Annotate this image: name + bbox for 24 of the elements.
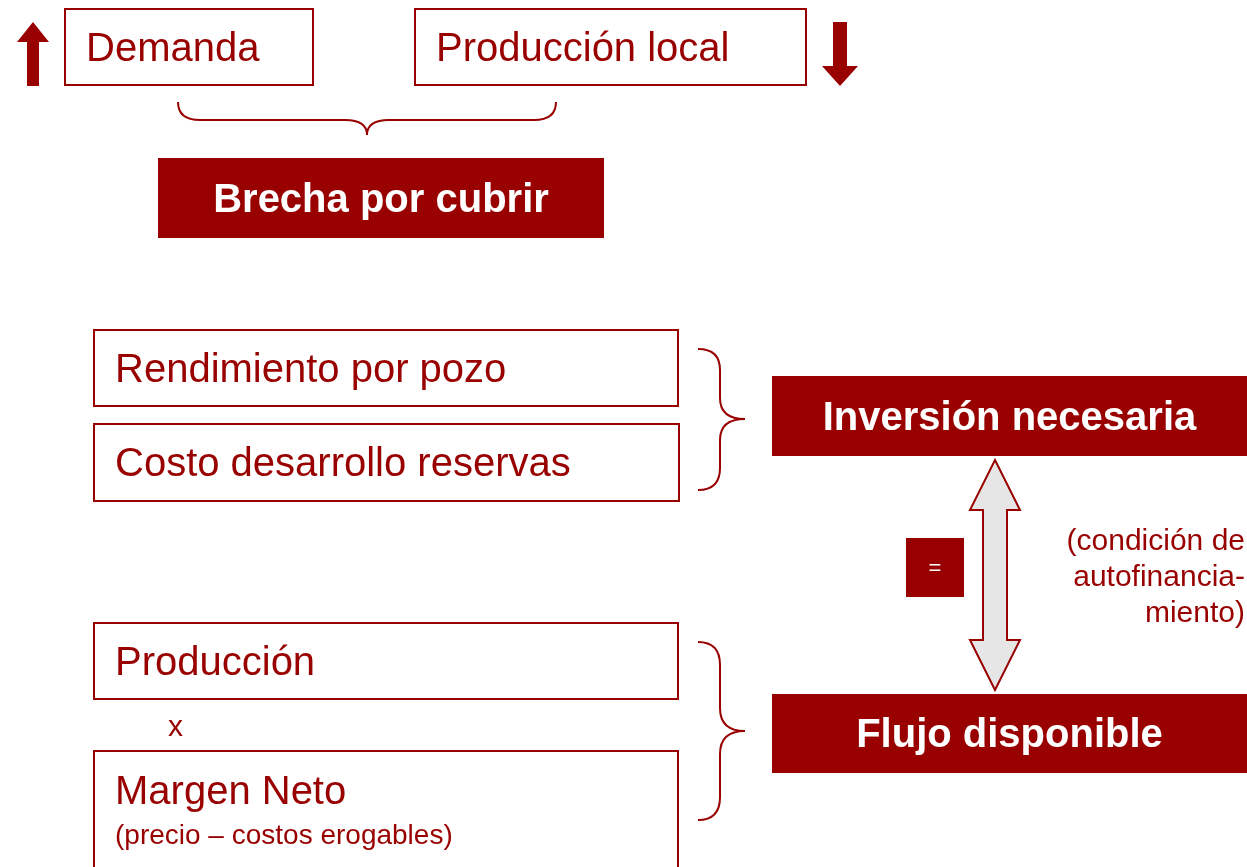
factor-box xyxy=(93,329,679,407)
factor-box xyxy=(93,423,680,502)
node-label: Producción local xyxy=(436,24,731,70)
result-box xyxy=(772,694,1247,773)
node-note: (precio – costos erogables) xyxy=(115,819,454,851)
node-label: Inversión necesaria xyxy=(822,393,1197,439)
double-arrow xyxy=(968,457,1022,693)
node-label: Brecha por cubrir xyxy=(213,175,549,221)
node-label: Producción xyxy=(115,638,317,684)
term-box xyxy=(64,8,314,86)
node-label: Margen Neto xyxy=(115,768,348,813)
result-box xyxy=(772,376,1247,456)
node-label: = xyxy=(928,554,942,581)
result-box xyxy=(158,158,604,238)
factor-box xyxy=(93,750,679,867)
equals-box xyxy=(906,538,964,597)
node-label: Costo desarrollo reservas xyxy=(115,440,572,485)
node-label: Flujo disponible xyxy=(856,711,1163,756)
node-label: Demanda xyxy=(86,24,261,70)
term-box xyxy=(414,8,807,86)
factor-box xyxy=(93,622,679,700)
note: (condición de autofinancia- miento) xyxy=(1065,522,1245,630)
node-label: Rendimiento por pozo xyxy=(115,345,508,391)
multiplication-sign: x xyxy=(168,708,184,744)
